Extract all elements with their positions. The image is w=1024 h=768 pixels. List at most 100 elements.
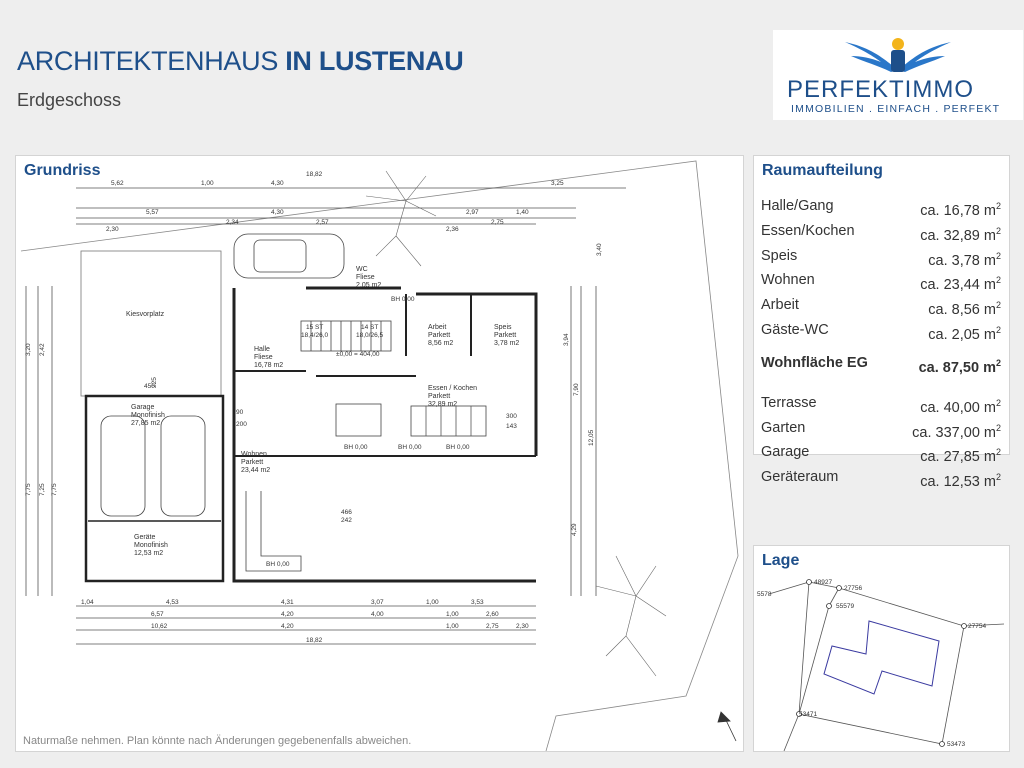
- svg-text:6,57: 6,57: [151, 611, 164, 618]
- location-panel: Lage 48927 27756 5578 55579 27754 53471 …: [753, 545, 1010, 752]
- logo-tagline: IMMOBILIEN . EINFACH . PERFEKT: [791, 103, 1001, 115]
- svg-text:18,82: 18,82: [306, 637, 323, 644]
- svg-text:12,53 m2: 12,53 m2: [134, 550, 163, 557]
- svg-text:BH 0,00: BH 0,00: [446, 444, 470, 451]
- svg-text:10,62: 10,62: [151, 623, 168, 630]
- svg-text:7,25: 7,25: [39, 483, 46, 496]
- svg-text:466: 466: [341, 509, 352, 516]
- svg-text:12,05: 12,05: [588, 429, 595, 446]
- svg-text:3,07: 3,07: [371, 599, 384, 606]
- svg-text:Arbeit: Arbeit: [428, 324, 446, 331]
- svg-text:3,53: 3,53: [471, 599, 484, 606]
- svg-text:2,34: 2,34: [226, 219, 239, 226]
- svg-text:143: 143: [506, 423, 517, 430]
- dim-top: 5,62: [111, 180, 124, 187]
- svg-text:4,53: 4,53: [166, 599, 179, 606]
- svg-text:2,36: 2,36: [446, 226, 459, 233]
- svg-text:Parkett: Parkett: [494, 332, 516, 339]
- plan-footnote: Naturmaße nehmen. Plan könnte nach Änder…: [23, 735, 412, 747]
- svg-text:4,00: 4,00: [371, 611, 384, 618]
- svg-text:1,00: 1,00: [446, 623, 459, 630]
- svg-text:4,20: 4,20: [281, 623, 294, 630]
- svg-text:±0,00 = 404,00: ±0,00 = 404,00: [336, 351, 380, 358]
- svg-text:3,20: 3,20: [25, 343, 32, 356]
- svg-text:27756: 27756: [844, 585, 862, 592]
- company-logo: PERFEKTIMMO IMMOBILIEN . EINFACH . PERFE…: [773, 30, 1023, 120]
- north-arrow-icon: [717, 711, 737, 742]
- svg-text:2,57: 2,57: [316, 219, 329, 226]
- svg-text:14 ST: 14 ST: [361, 324, 378, 331]
- svg-text:2,30: 2,30: [516, 623, 529, 630]
- svg-text:18,4/26,0: 18,4/26,0: [301, 332, 328, 339]
- svg-text:2,42: 2,42: [39, 343, 46, 356]
- svg-text:2,30: 2,30: [106, 226, 119, 233]
- svg-text:200: 200: [236, 421, 247, 428]
- svg-text:2,60: 2,60: [486, 611, 499, 618]
- svg-text:BH 0,00: BH 0,00: [344, 444, 368, 451]
- svg-text:Wohnen: Wohnen: [241, 451, 267, 458]
- svg-text:27,85 m2: 27,85 m2: [131, 420, 160, 427]
- svg-text:90: 90: [236, 409, 244, 416]
- svg-text:7,90: 7,90: [573, 383, 580, 396]
- svg-text:23,44 m2: 23,44 m2: [241, 467, 270, 474]
- parcel-label: 48927: [814, 579, 832, 586]
- svg-text:5578: 5578: [757, 591, 772, 598]
- svg-text:Geräte: Geräte: [134, 534, 156, 541]
- location-title: Lage: [762, 552, 800, 569]
- plan-title: Grundriss: [24, 162, 101, 179]
- svg-text:3,25: 3,25: [551, 180, 564, 187]
- svg-text:1,00: 1,00: [201, 180, 214, 187]
- svg-text:225: 225: [151, 377, 158, 388]
- svg-text:27754: 27754: [968, 623, 986, 630]
- svg-text:4,30: 4,30: [271, 209, 284, 216]
- page-subtitle: Erdgeschoss: [17, 90, 122, 110]
- svg-text:32,89 m2: 32,89 m2: [428, 401, 457, 408]
- svg-text:4,20: 4,20: [281, 611, 294, 618]
- svg-text:3,40: 3,40: [596, 243, 603, 256]
- svg-text:18,82: 18,82: [306, 171, 323, 178]
- svg-text:55579: 55579: [836, 603, 854, 610]
- floorplan-panel: 5,62 1,00 4,30 18,82 3,25 5,57 4,30 2,97…: [15, 155, 744, 752]
- svg-text:450: 450: [144, 383, 155, 390]
- svg-text:BH 0,00: BH 0,00: [391, 296, 415, 303]
- svg-text:Monofinish: Monofinish: [131, 412, 165, 419]
- svg-text:Parkett: Parkett: [428, 332, 450, 339]
- svg-text:53473: 53473: [947, 741, 965, 748]
- svg-text:8,56 m2: 8,56 m2: [428, 340, 453, 347]
- svg-text:2,75: 2,75: [491, 219, 504, 226]
- svg-text:1,00: 1,00: [426, 599, 439, 606]
- svg-text:18,0/26,5: 18,0/26,5: [356, 332, 383, 339]
- svg-text:15 ST: 15 ST: [306, 324, 323, 331]
- logo-wordmark: PERFEKTIMMO: [787, 76, 975, 103]
- svg-text:3,94: 3,94: [563, 333, 570, 346]
- svg-text:Fliese: Fliese: [254, 354, 273, 361]
- svg-text:Garage: Garage: [131, 404, 154, 411]
- svg-text:Halle: Halle: [254, 346, 270, 353]
- svg-text:242: 242: [341, 517, 352, 524]
- svg-text:4,29: 4,29: [571, 523, 578, 536]
- svg-text:1,04: 1,04: [81, 599, 94, 606]
- svg-text:Monofinish: Monofinish: [134, 542, 168, 549]
- svg-text:Parkett: Parkett: [241, 459, 263, 466]
- svg-text:2,75: 2,75: [486, 623, 499, 630]
- svg-text:WC: WC: [356, 266, 368, 273]
- svg-text:Fliese: Fliese: [356, 274, 375, 281]
- svg-text:1,00: 1,00: [446, 611, 459, 618]
- svg-text:16,78 m2: 16,78 m2: [254, 362, 283, 369]
- rooms-title: Raumaufteilung: [762, 162, 883, 179]
- eagle-logo-icon: [845, 38, 951, 72]
- svg-text:1,40: 1,40: [516, 209, 529, 216]
- svg-text:2,97: 2,97: [466, 209, 479, 216]
- svg-text:300: 300: [506, 413, 517, 420]
